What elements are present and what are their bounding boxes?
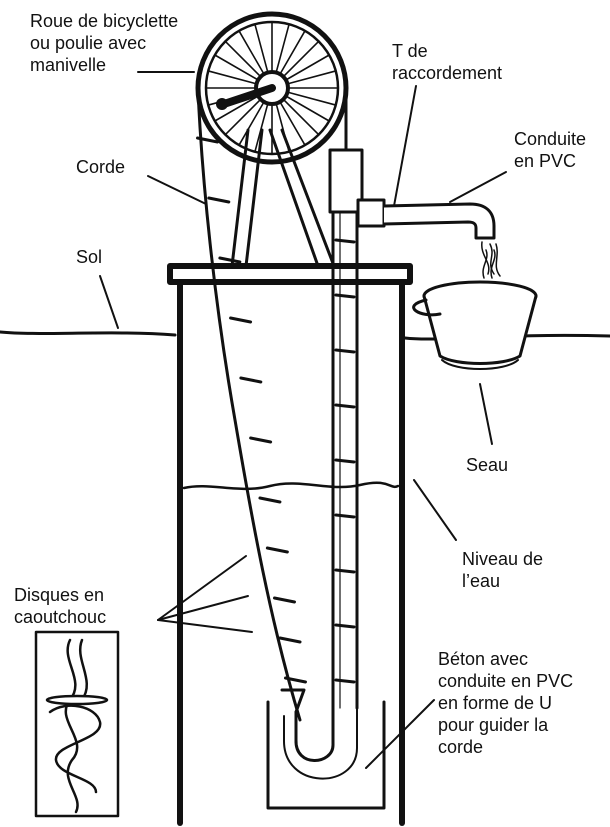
rubber-disc: [334, 678, 356, 684]
wheel-spoke: [279, 30, 306, 75]
rubber-disc: [283, 676, 307, 684]
wheel-spoke: [214, 95, 259, 122]
wheel-spoke: [225, 41, 262, 78]
rope: [196, 88, 348, 722]
label-pvc-pipe: Conduite en PVC: [514, 129, 587, 171]
rubber-disc: [334, 513, 356, 519]
well: [167, 263, 413, 826]
rubber-disc: [265, 546, 289, 554]
wheel-spoke: [282, 98, 319, 135]
rubber-disc: [207, 196, 231, 204]
tee-outlet: [356, 198, 501, 277]
label-tee: T de raccordement: [392, 41, 503, 83]
rubber-disc: [334, 623, 356, 629]
rubber-disc: [334, 568, 356, 574]
wheel-spoke: [285, 54, 330, 81]
wheel-spoke: [254, 102, 269, 152]
wheel-spoke: [282, 41, 319, 78]
label-concrete-guide: Béton avec conduite en PVC en forme de U…: [438, 649, 574, 757]
wheel-spoke: [208, 70, 258, 85]
rubber-disc: [334, 238, 356, 244]
concrete-guide: [266, 688, 386, 810]
wheel-spoke: [275, 24, 290, 74]
leader-lines: [99, 71, 507, 769]
water-surface: [182, 481, 400, 491]
rubber-disc: [278, 636, 302, 644]
rubber-disc: [334, 403, 356, 409]
wheel-spoke: [275, 102, 290, 152]
rubber-disc: [218, 256, 242, 264]
label-rope: Corde: [76, 157, 126, 177]
label-ground: Sol: [76, 247, 103, 267]
bicycle-wheel: [195, 11, 349, 165]
rubber-disc: [196, 136, 220, 144]
wheel-spoke: [285, 95, 330, 122]
rubber-disc: [334, 458, 356, 464]
wheel-spoke: [286, 91, 336, 106]
rubber-disc: [249, 436, 273, 444]
wheel-spoke: [214, 54, 259, 81]
bucket: [412, 249, 538, 370]
rubber-disc: [334, 293, 356, 299]
wheel-spoke: [279, 101, 306, 146]
wheel-spoke: [225, 98, 262, 135]
rubber-disc: [258, 496, 282, 504]
label-rubber-discs: Disques en caoutchouc: [14, 585, 107, 627]
rubber-discs: [196, 136, 356, 684]
label-bucket: Seau: [466, 455, 509, 475]
rubber-disc: [229, 316, 253, 324]
wheel-spoke: [286, 70, 336, 85]
wheel-spoke: [238, 30, 265, 75]
label-water-level: Niveau de l’eau: [462, 549, 544, 591]
rubber-disc: [334, 348, 356, 354]
rubber-disc: [272, 596, 296, 604]
rubber-disc: [239, 376, 263, 384]
knot-inset: [34, 630, 120, 818]
wheel-spoke: [254, 24, 269, 74]
label-wheel: Roue de bicyclette ou poulie avec manive…: [30, 11, 179, 75]
wheel-spoke: [238, 101, 265, 146]
